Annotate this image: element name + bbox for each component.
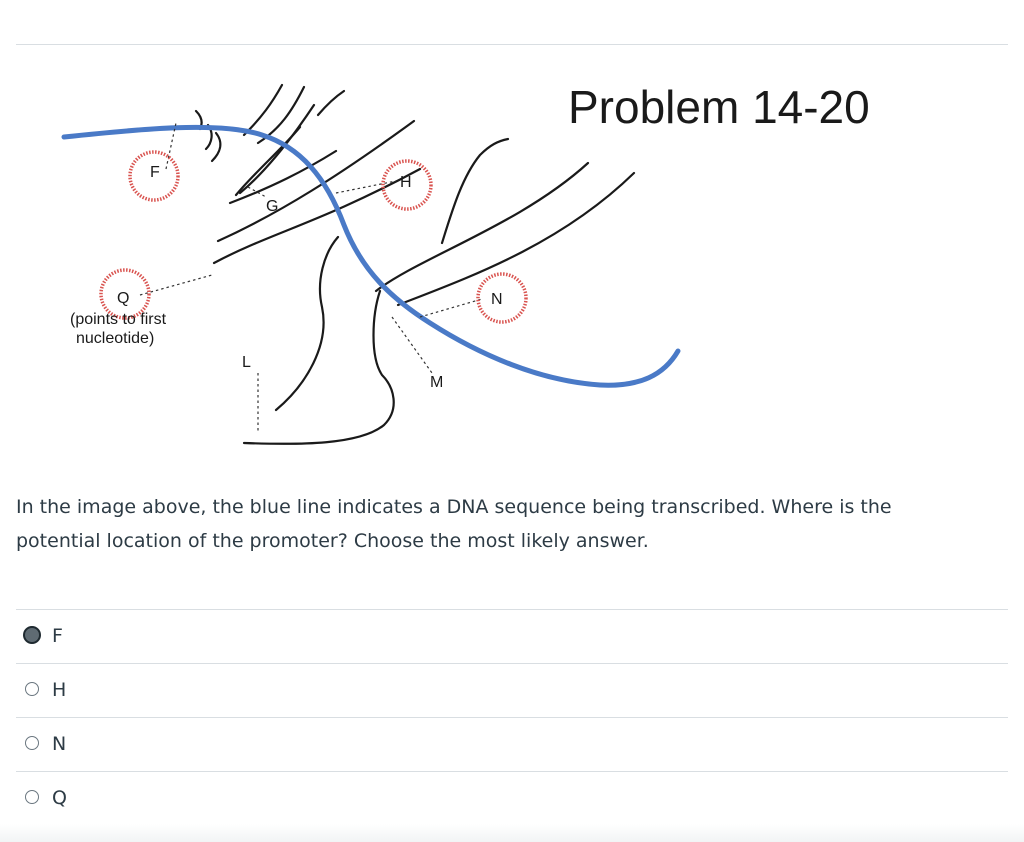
circle-q xyxy=(99,268,151,320)
label-h: H xyxy=(400,174,412,191)
top-divider xyxy=(16,44,1008,45)
radio-button[interactable] xyxy=(25,790,39,804)
question-text: In the image above, the blue line indica… xyxy=(16,496,892,552)
answer-label: F xyxy=(52,625,63,647)
answer-option-n[interactable]: N xyxy=(16,717,1008,771)
problem-title: Problem 14-20 xyxy=(568,81,870,133)
radio-button[interactable] xyxy=(25,736,39,750)
radio-button[interactable] xyxy=(25,682,39,696)
label-l: L xyxy=(242,354,251,371)
label-g: G xyxy=(266,198,278,215)
radio-button-selected[interactable] xyxy=(23,626,41,644)
label-m: M xyxy=(430,374,443,391)
diagram-labels: F G H L M N Q (points to first nucleotid… xyxy=(70,164,503,391)
label-q-note-line1: (points to first xyxy=(70,311,167,328)
answer-option-f[interactable]: F xyxy=(16,609,1008,663)
answer-list: F H N Q xyxy=(16,609,1008,825)
answer-option-h[interactable]: H xyxy=(16,663,1008,717)
answer-option-q[interactable]: Q xyxy=(16,771,1008,825)
circle-f xyxy=(128,150,180,202)
circle-h xyxy=(381,159,433,211)
bottom-shadow xyxy=(0,824,1024,842)
label-n: N xyxy=(491,291,503,308)
rna-transcripts xyxy=(194,83,636,445)
dna-strand xyxy=(61,124,681,388)
circle-n xyxy=(476,272,528,324)
pointer-lines xyxy=(139,122,483,431)
label-q: Q xyxy=(117,290,129,307)
label-q-note-line2: nucleotide) xyxy=(76,330,154,347)
answer-label: H xyxy=(52,679,67,701)
answer-label: N xyxy=(52,733,67,755)
transcription-diagram: F G H L M N Q (points to first nucleotid… xyxy=(61,81,870,445)
answer-label: Q xyxy=(52,787,67,809)
label-f: F xyxy=(150,164,160,181)
marker-circles xyxy=(99,150,528,324)
